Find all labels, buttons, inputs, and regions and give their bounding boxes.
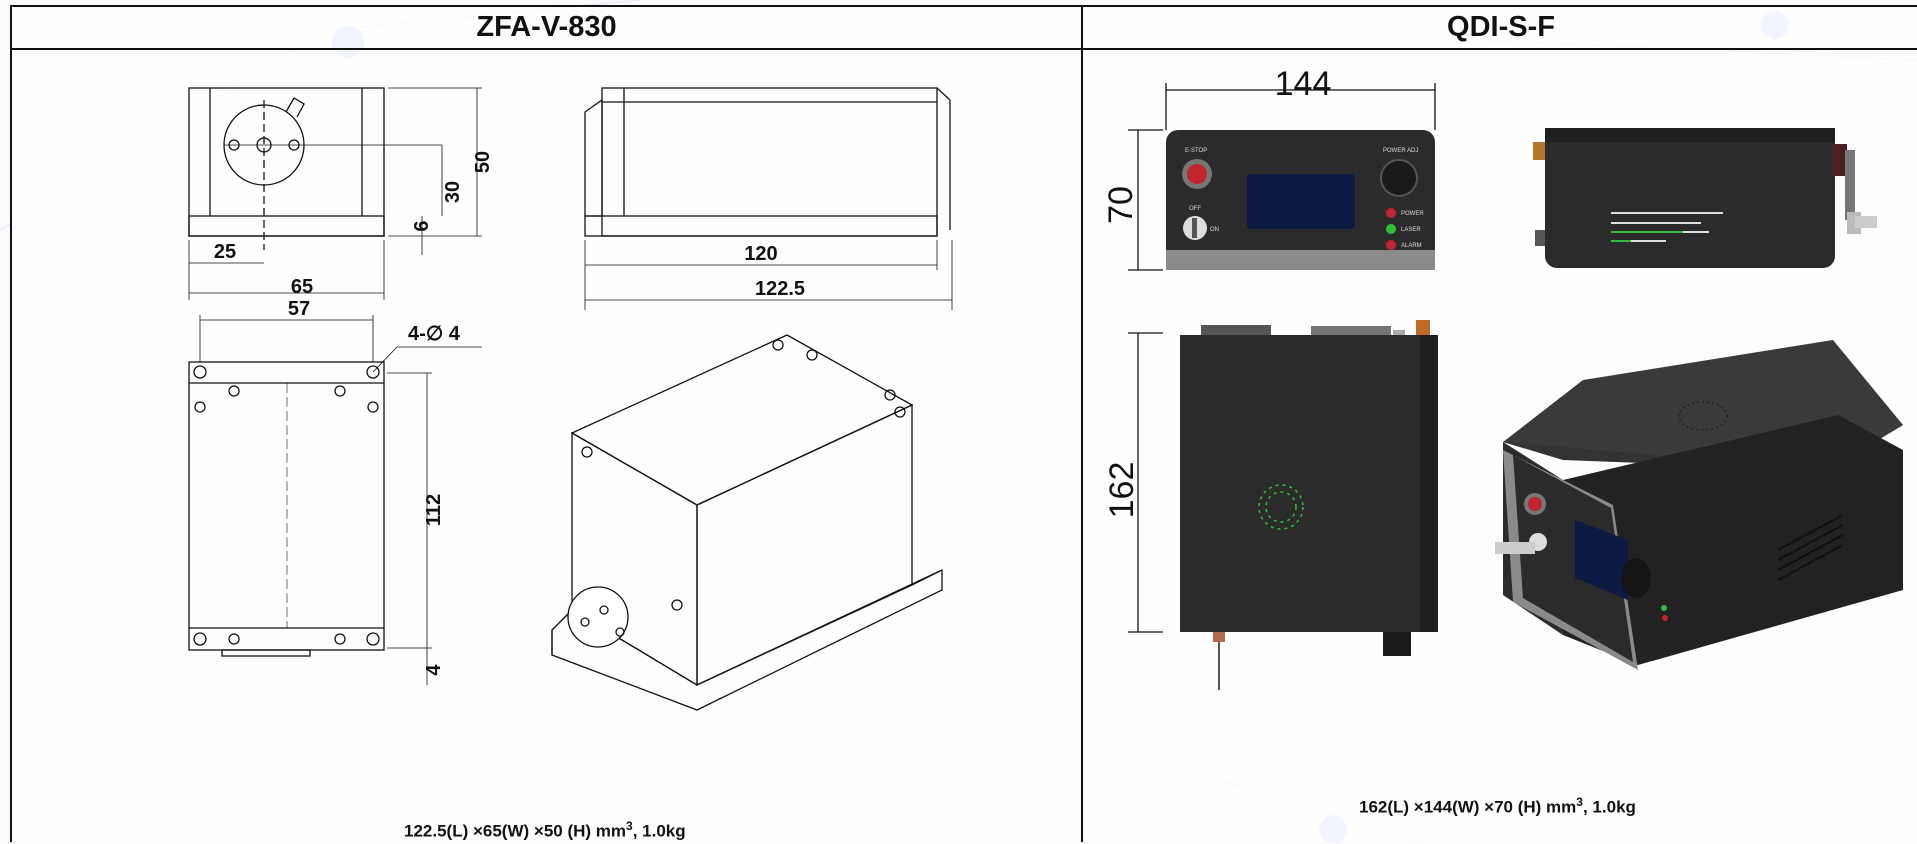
qdi-drawings: E-STOP POWER ADJ OFF ON POWER LASER ALAR… — [1102, 65, 1903, 690]
label-off: OFF — [1189, 206, 1201, 212]
dim-label: 112 — [423, 494, 445, 526]
label-alarm: ALARM — [1401, 243, 1422, 249]
dim-label: 50 — [472, 151, 494, 173]
table-header-row — [12, 7, 1917, 50]
top-view-housing: 162 — [1103, 320, 1438, 690]
dim-label: 65 — [291, 276, 313, 298]
dim-label: 6 — [411, 220, 433, 231]
left-caption: 122.5(L) ×65(W) ×50 (H) mm3, 1.0kg — [404, 819, 686, 841]
dim-label: 4-∅ 4 — [408, 323, 461, 345]
dim-label: 120 — [744, 243, 777, 265]
side-vents — [1777, 514, 1844, 581]
dim-label: 30 — [442, 181, 464, 203]
display-screen — [1575, 520, 1628, 600]
top-view — [188, 315, 482, 685]
display-screen — [1247, 174, 1355, 229]
front-panel-view: E-STOP POWER ADJ OFF ON POWER LASER ALAR… — [1102, 65, 1436, 271]
iso-view-housing — [1495, 340, 1903, 670]
side-view — [584, 87, 953, 310]
right-title: QDI-S-F — [1447, 11, 1555, 43]
iso-view — [551, 334, 943, 711]
label-power-adj: POWER ADJ — [1383, 148, 1418, 154]
label-on: ON — [1210, 227, 1219, 233]
zfa-drawings: 25 65 50 30 6 120 122.5 57 4-∅ 4 112 4 — [188, 87, 953, 711]
column-divider — [1081, 7, 1083, 842]
left-title: ZFA-V-830 — [476, 11, 617, 43]
dim-label: 25 — [214, 241, 236, 263]
dim-label: 162 — [1103, 462, 1141, 519]
dim-label: 4 — [423, 664, 445, 676]
drawing-table: ZFA-V-830 QDI-S-F — [10, 5, 1917, 842]
label-estop: E-STOP — [1185, 148, 1207, 154]
side-panel-view — [1533, 128, 1877, 268]
dim-label: 144 — [1275, 65, 1332, 103]
dim-label: 57 — [288, 298, 310, 320]
label-laser: LASER — [1401, 227, 1421, 233]
vent-pattern — [1258, 484, 1304, 530]
mount-holes — [193, 365, 380, 646]
dim-label: 122.5 — [755, 278, 805, 300]
dim-label: 70 — [1102, 186, 1140, 224]
right-caption: 162(L) ×144(W) ×70 (H) mm3, 1.0kg — [1359, 795, 1636, 817]
label-power: POWER — [1401, 211, 1424, 217]
front-view — [188, 87, 482, 300]
